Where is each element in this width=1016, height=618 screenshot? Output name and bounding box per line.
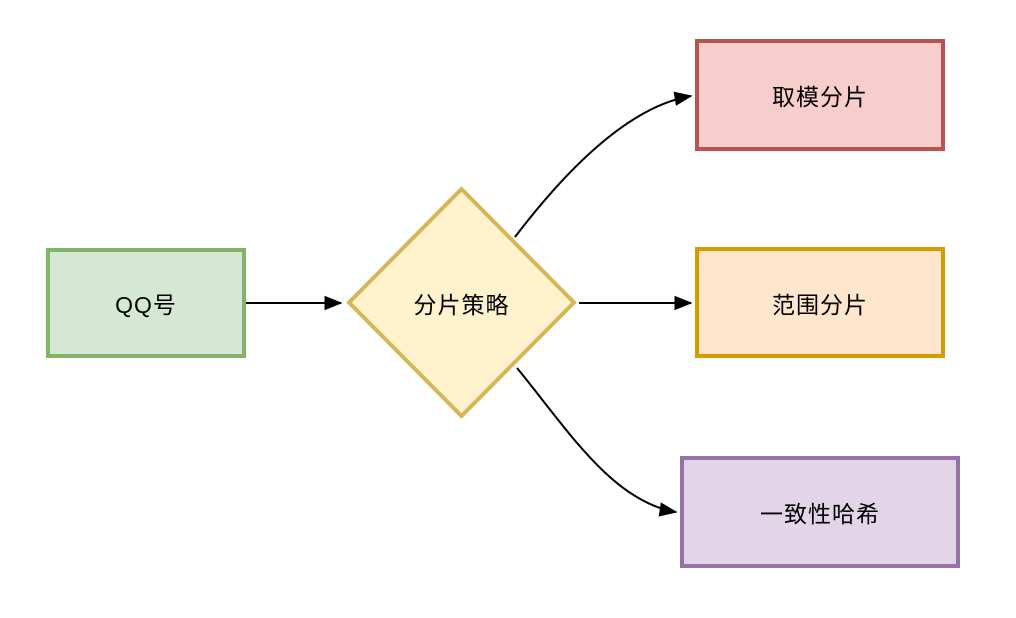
node-qq-number: QQ号 [46,248,246,358]
diamond-shape [346,186,577,419]
node-consistent-hashing: 一致性哈希 [680,456,960,568]
node-label: QQ号 [115,292,177,318]
node-label: 取模分片 [772,84,868,110]
node-label: 分片策略 [413,291,510,318]
node-range-sharding: 范围分片 [695,247,945,358]
edge-strategy-to-hash [516,367,678,517]
diamond-polygon [346,186,577,419]
node-shard-strategy-decision: 分片策略 [345,185,578,420]
node-modulo-sharding: 取模分片 [695,39,945,151]
edge-strategy-to-mod [514,91,693,238]
node-label: 一致性哈希 [760,501,880,527]
node-label: 范围分片 [772,291,868,318]
